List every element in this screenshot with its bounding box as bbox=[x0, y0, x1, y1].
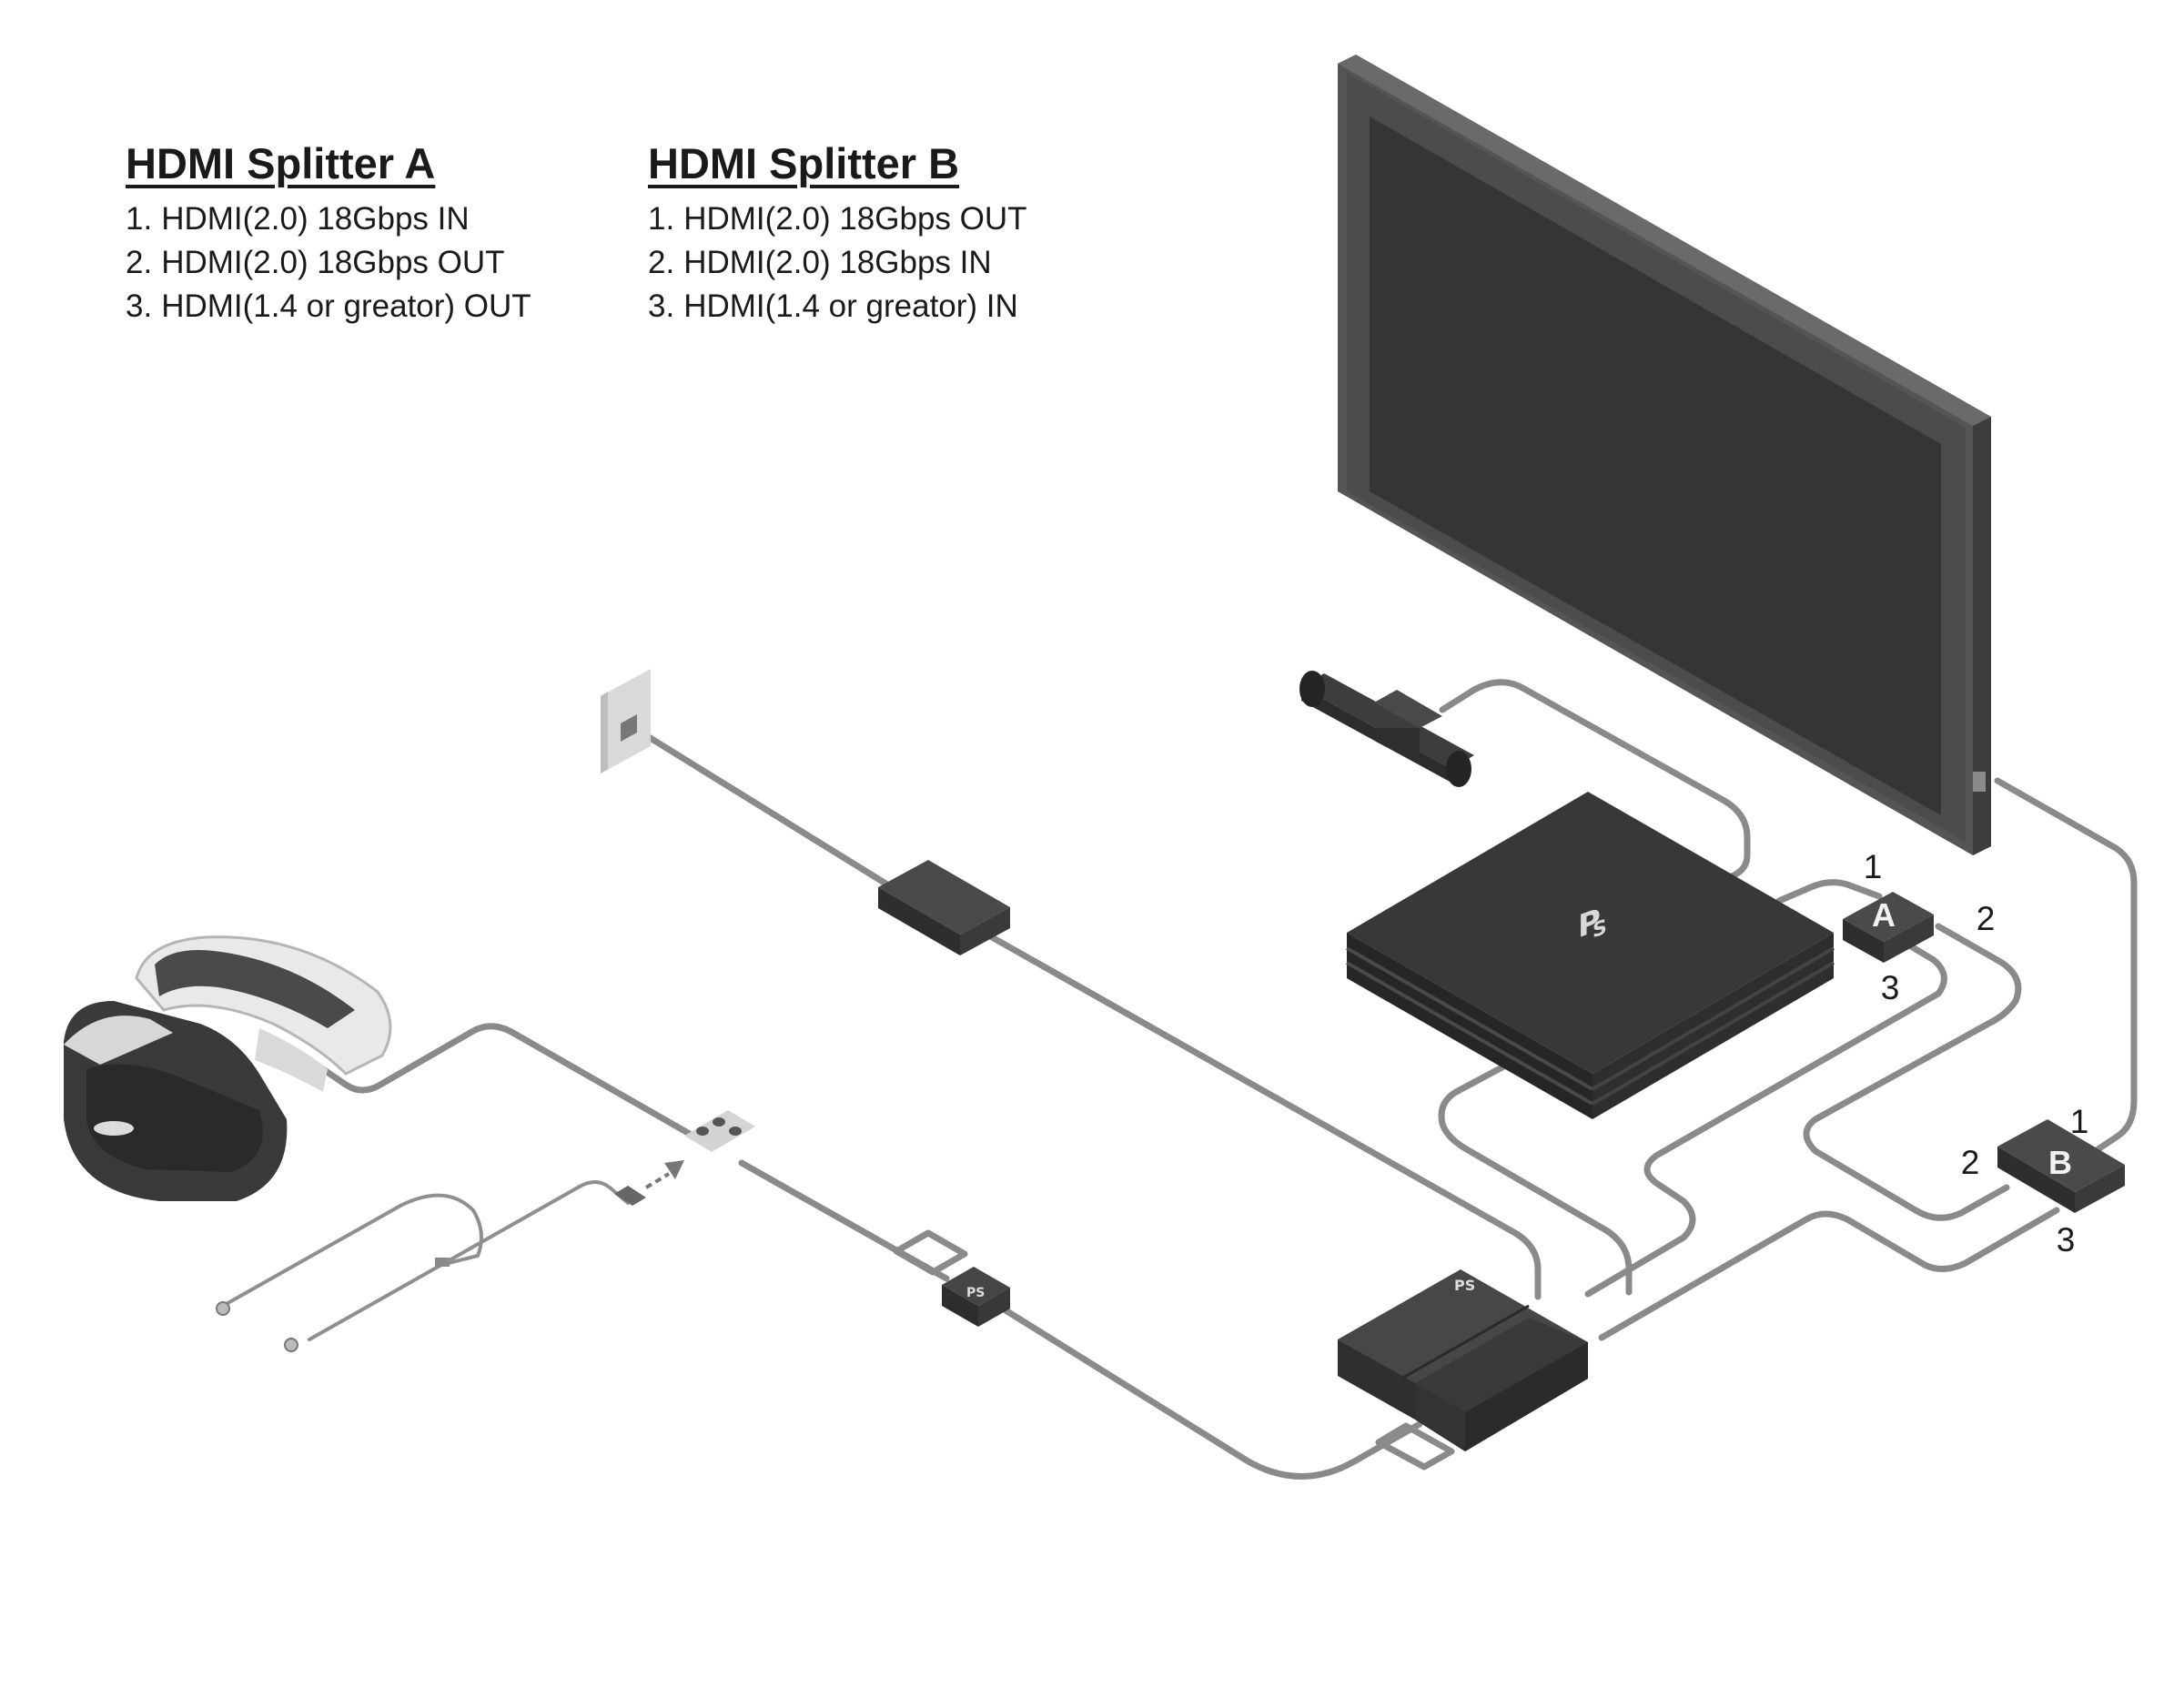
cable-processor-to-ps4 bbox=[1438, 1059, 1633, 1296]
cable-a3-to-processor bbox=[1584, 943, 1947, 1298]
splitter-a-title: HDMI Splitter A bbox=[126, 139, 436, 187]
splitter-a-port-3-label: 3 bbox=[1881, 969, 1900, 1006]
connection-box-logo-icon: PS bbox=[966, 1286, 985, 1300]
inline-remote bbox=[684, 1110, 755, 1152]
earphone-cable bbox=[221, 1193, 483, 1341]
ps4-console: P S bbox=[1346, 792, 1835, 1119]
splitter-a-box-label: A bbox=[1872, 896, 1896, 934]
earbud-icon bbox=[284, 1338, 298, 1352]
processor-logo-icon: PS bbox=[1454, 1277, 1475, 1294]
svg-text:S: S bbox=[1592, 915, 1607, 944]
splitter-b-port-2-label: 2 bbox=[1961, 1144, 1980, 1181]
splitter-b-list: 1.HDMI(2.0) 18Gbps OUT 2.HDMI(2.0) 18Gbp… bbox=[648, 197, 1027, 328]
cable-processor-to-b3 bbox=[1598, 1207, 2060, 1341]
splitter-a-port-2-label: 2 bbox=[1977, 900, 1996, 937]
splitter-b-item-1: 1.HDMI(2.0) 18Gbps OUT bbox=[648, 201, 1027, 237]
splitter-b-title: HDMI Splitter B bbox=[648, 139, 960, 187]
cable-a2-to-b2 bbox=[1803, 923, 2022, 1221]
ac-adapter bbox=[878, 860, 1010, 955]
cable-connector-to-processor bbox=[1002, 1307, 1423, 1480]
svg-text:P: P bbox=[1578, 901, 1601, 945]
tv-hdmi-port bbox=[1973, 772, 1986, 792]
playstation-logo-icon: P S bbox=[1578, 901, 1607, 945]
splitter-a-port-1-label: 1 bbox=[1864, 848, 1883, 885]
cable-processor-front-loop bbox=[1375, 1422, 1455, 1470]
cable-adapter-to-processor bbox=[988, 934, 1542, 1300]
headset-connection-box: PS bbox=[942, 1267, 1010, 1327]
hdmi-splitter-b: B 1 2 3 bbox=[1961, 1103, 2125, 1258]
headset-light-icon bbox=[94, 1121, 134, 1136]
playstation-camera bbox=[1299, 671, 1474, 787]
arrow-icon bbox=[664, 1160, 684, 1179]
inline-button-icon bbox=[713, 1117, 725, 1127]
cable-connector-loop bbox=[893, 1229, 968, 1276]
splitter-b-item-2: 2.HDMI(2.0) 18Gbps IN bbox=[648, 245, 992, 280]
earphone-plug bbox=[216, 1160, 684, 1352]
splitter-a-item-3: 3.HDMI(1.4 or greator) OUT bbox=[126, 288, 531, 324]
splitter-a-legend: HDMI Splitter A 1.HDMI(2.0) 18Gbps IN 2.… bbox=[126, 138, 531, 328]
splitter-b-item-3: 3.HDMI(1.4 or greator) IN bbox=[648, 288, 1018, 324]
wall-outlet bbox=[601, 669, 651, 773]
splitter-a-item-1: 1.HDMI(2.0) 18Gbps IN bbox=[126, 201, 470, 237]
television bbox=[1338, 55, 1991, 855]
cable-wall-to-adapter bbox=[633, 726, 891, 888]
splitter-a-item-2: 2.HDMI(2.0) 18Gbps OUT bbox=[126, 245, 505, 280]
cable-ps4-to-splitter-a bbox=[1775, 879, 1883, 905]
cable-b1-to-tv bbox=[1994, 777, 2138, 1159]
earbud-icon bbox=[216, 1301, 230, 1316]
earphone-cable-2 bbox=[440, 1180, 630, 1267]
cables bbox=[221, 679, 2138, 1480]
splitter-a-list: 1.HDMI(2.0) 18Gbps IN 2.HDMI(2.0) 18Gbps… bbox=[126, 197, 531, 328]
hdmi-splitter-a: A 1 2 3 bbox=[1843, 848, 1995, 1006]
splitter-b-port-1-label: 1 bbox=[2070, 1103, 2089, 1140]
splitter-b-legend: HDMI Splitter B 1.HDMI(2.0) 18Gbps OUT 2… bbox=[648, 138, 1027, 328]
cable-camera-to-ps4 bbox=[1439, 679, 1751, 894]
splitter-b-box-label: B bbox=[2048, 1144, 2072, 1181]
inline-button-icon bbox=[696, 1127, 709, 1136]
cable-headset-to-inline bbox=[319, 1023, 704, 1144]
inline-button-icon bbox=[729, 1127, 742, 1136]
splitter-b-port-3-label: 3 bbox=[2057, 1221, 2076, 1258]
processor-unit: PS bbox=[1338, 1269, 1588, 1451]
vr-headset bbox=[64, 935, 392, 1201]
